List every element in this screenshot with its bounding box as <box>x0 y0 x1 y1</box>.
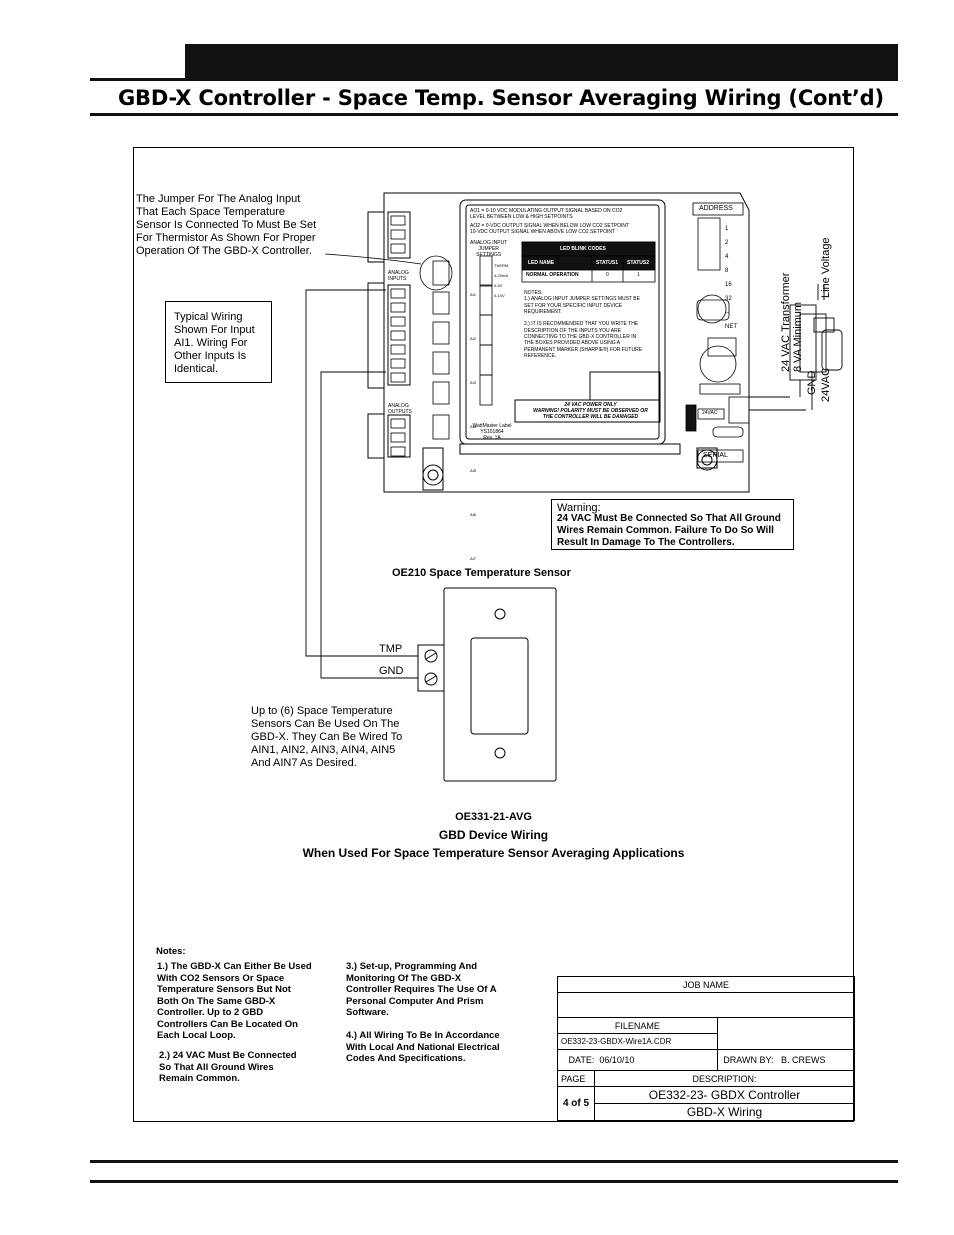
warning-box <box>551 499 794 550</box>
warning-title: Warning: <box>557 502 601 514</box>
description-line-2: GBD-X Wiring <box>594 1103 855 1121</box>
ain-labels: AI1 AI2 AI3 AI4 AI5 AI6 AI7 <box>470 262 476 592</box>
note-1: 1.) The GBD-X Can Either Be Used With CO… <box>157 961 312 1041</box>
caption-line-2: GBD Device Wiring <box>438 828 549 842</box>
led-table <box>521 241 656 283</box>
board-24vac-label: 24VAC <box>702 410 718 416</box>
led-blink-codes: LED BLINK CODES <box>560 246 606 252</box>
typical-wiring-note: Typical Wiring Shown For Input AI1. Wiri… <box>174 311 255 375</box>
typical-wiring-box <box>165 301 272 383</box>
jumper-options: THERM 4-20mA 0-5V 0-10V <box>494 258 508 303</box>
drawn-by-label: DRAWN BY: <box>723 1055 774 1065</box>
jumper-option: THERM <box>494 263 509 268</box>
ain-label: AI5 <box>470 468 477 473</box>
normal-operation: NORMAL OPERATION <box>526 272 579 278</box>
ao2-text: AO2 = 0-VDC OUTPUT SIGNAL WHEN BELOW LOW… <box>470 223 630 235</box>
title-block: JOB NAME FILENAME OE332-23-GBDX-Wire1A.C… <box>557 976 856 1121</box>
title-rule <box>90 113 898 116</box>
job-name-label: JOB NAME <box>557 976 855 993</box>
address-value: 1 <box>725 226 729 232</box>
analog-outputs-label: ANALOG OUTPUTS <box>388 403 412 415</box>
filename-label: FILENAME <box>557 1017 718 1034</box>
analog-input-jumper-text: ANALOG INPUT JUMPER SETTINGS <box>470 240 508 258</box>
ain-label: AI4 <box>470 424 477 429</box>
line-voltage-label: Line Voltage <box>820 237 832 298</box>
page-number: 4 of 5 <box>557 1086 595 1121</box>
jumper-headers <box>432 255 493 440</box>
page-title: GBD-X Controller - Space Temp. Sensor Av… <box>118 86 884 110</box>
note-2: 2.) 24 VAC Must Be Connected So That All… <box>159 1050 297 1084</box>
status1-value: 0 <box>606 272 609 278</box>
header-rule <box>90 78 898 81</box>
note-4: 4.) All Wiring To Be In Accordance With … <box>346 1030 500 1064</box>
ao1-text: AO1 = 0-10 VDC MODULATING OUTPUT SIGNAL … <box>470 208 623 220</box>
led-name: LED NAME <box>528 260 555 266</box>
address-value: 2 <box>725 240 729 246</box>
warning-body: 24 VAC Must Be Connected So That All Gro… <box>557 513 781 548</box>
description-label: DESCRIPTION: <box>594 1070 855 1087</box>
drawn-by-cell: DRAWN BY: B. CREWS <box>716 1049 856 1071</box>
serial-label: SERIAL <box>703 452 728 459</box>
date-cell: DATE: 06/10/10 <box>557 1049 718 1071</box>
ain-label: AI3 <box>470 380 477 385</box>
jumper-option: 4-20mA <box>494 273 509 278</box>
power-wires <box>749 284 843 411</box>
transformer-label: 24 VAC Transformer 8 VA Minimum <box>780 272 804 372</box>
status1: STATUS1 <box>596 260 619 266</box>
address-value: 4 <box>725 254 729 260</box>
address-value: 32 <box>725 296 732 302</box>
jumper-callout-line <box>324 253 422 265</box>
drawn-by-value: B. CREWS <box>781 1055 826 1065</box>
address-values: 1 2 4 8 16 32 -- NET <box>725 219 737 338</box>
board-notes: NOTES: 1.) ANALOG INPUT JUMPER SETTINGS … <box>524 290 643 359</box>
caption-line-3: When Used For Space Temperature Sensor A… <box>302 846 685 860</box>
diagram-frame <box>133 147 854 1122</box>
ain-label: AI2 <box>470 336 477 341</box>
caption-line-1: OE331-21-AVG <box>455 811 532 823</box>
jumper-option: 0-10V <box>494 293 505 298</box>
footer-rule-1 <box>90 1160 898 1163</box>
address-label: ADDRESS <box>699 205 733 212</box>
sensor-title: OE210 Space Temperature Sensor <box>392 567 571 579</box>
status2: STATUS2 <box>627 260 650 266</box>
wattmaster-label: WattMaster Label YS101864 Rev. 1A <box>472 423 512 441</box>
jumper-note: The Jumper For The Analog Input That Eac… <box>136 193 317 257</box>
address-value: -- <box>725 310 729 316</box>
gnd-label: GND <box>806 370 818 395</box>
ain-label: AI6 <box>470 512 477 517</box>
status2-value: 1 <box>637 272 640 278</box>
address-value: 8 <box>725 268 729 274</box>
notes-heading: Notes: <box>156 946 186 957</box>
sensor-gnd-label: GND <box>379 665 404 677</box>
filename-value: OE332-23-GBDX-Wire1A.CDR <box>557 1033 718 1050</box>
space-temp-sensor <box>417 587 557 782</box>
analog-inputs-label: ANALOG INPUTS <box>388 270 409 282</box>
ain-label: AI1 <box>470 292 477 297</box>
date-value: 06/10/10 <box>599 1055 635 1065</box>
address-switch <box>685 202 750 463</box>
left-terminal-blocks <box>367 211 411 459</box>
date-label: DATE: <box>568 1055 595 1065</box>
address-value: NET <box>725 324 737 330</box>
power-warning: 24 VAC POWER ONLY WARNING! POLARITY MUST… <box>533 402 648 420</box>
ain-label: AI7 <box>470 556 477 561</box>
page-label: PAGE <box>557 1070 595 1087</box>
note-3: 3.) Set-up, Programming And Monitoring O… <box>346 961 497 1018</box>
sensors-note: Up to (6) Space Temperature Sensors Can … <box>251 705 403 769</box>
jumper-option: 0-5V <box>494 283 503 288</box>
description-line-1: OE332-23- GBDX Controller <box>594 1086 855 1104</box>
24vac-label: 24VAC <box>820 367 832 402</box>
sensor-wires <box>305 289 418 679</box>
address-value: 16 <box>725 282 732 288</box>
filename-blank <box>716 1017 856 1050</box>
terminal-screws <box>390 215 406 457</box>
header-bar <box>185 44 898 80</box>
footer-rule-2 <box>90 1180 898 1183</box>
job-name-value <box>557 992 855 1018</box>
tmp-label: TMP <box>379 643 403 655</box>
